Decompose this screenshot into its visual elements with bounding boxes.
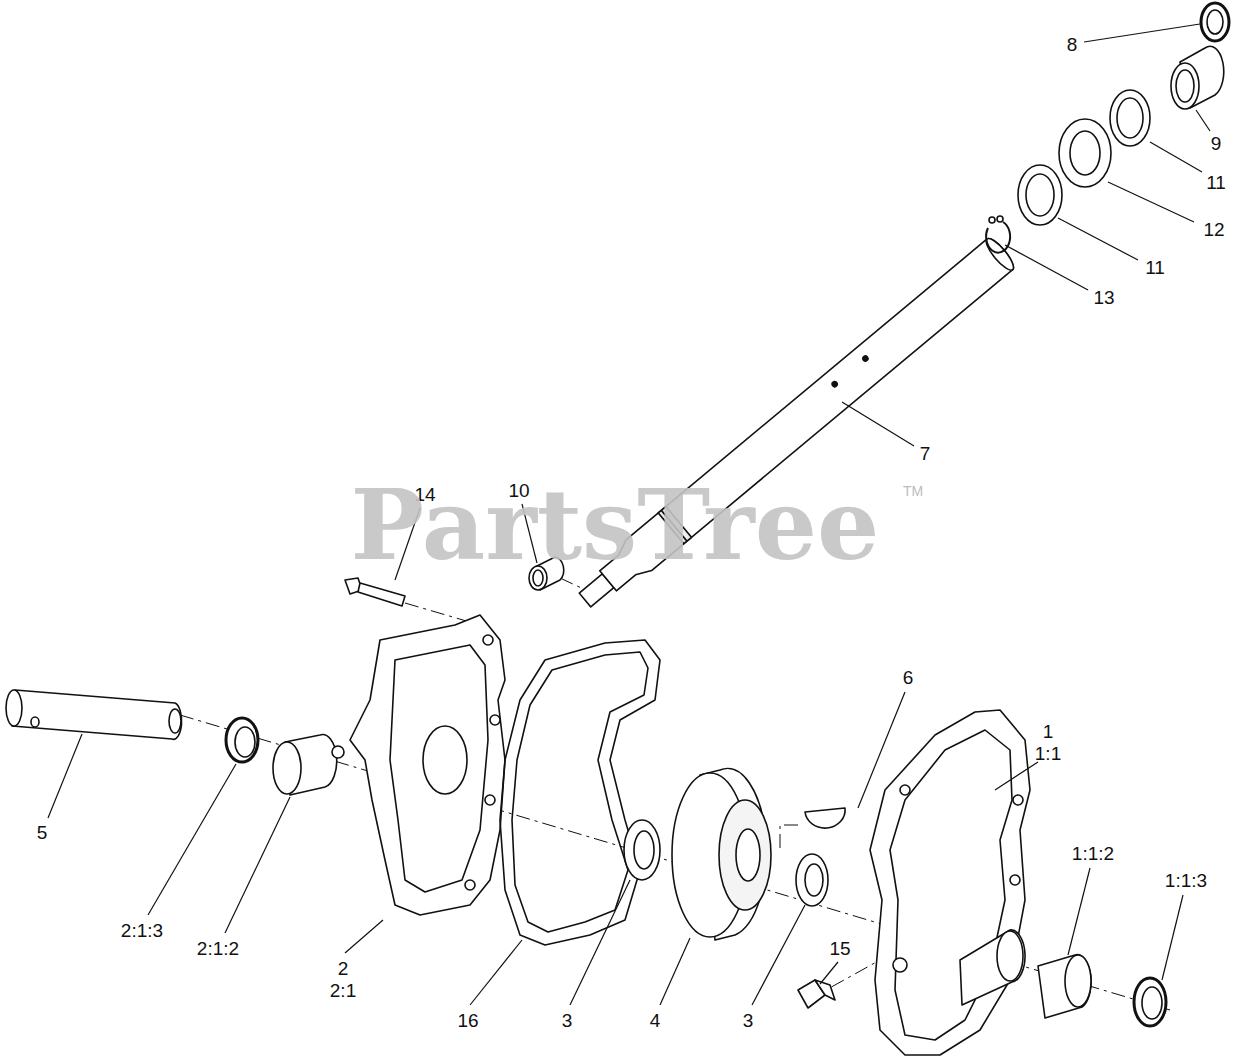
callout-number: 3 [743,1011,754,1030]
callout-number: 2:1:2 [197,939,239,958]
callout-number: 3 [562,1011,573,1030]
callout-number: 13 [1093,288,1114,307]
callout-number: 1:1:3 [1165,871,1207,890]
callout-number: 6 [903,668,914,687]
callout-number: 1:1:2 [1072,844,1114,863]
callout-number: 11 [1145,258,1165,277]
trademark-mark: TM [903,484,923,498]
callout-number: 8 [1067,35,1078,54]
callout-number: 15 [829,939,850,958]
callout-number: 12 [1203,220,1224,239]
callout-number: 1:1 [1035,744,1061,763]
callout-number: 2 [338,959,349,978]
callout-number: 5 [37,823,48,842]
callout-number: 11 [1206,173,1226,192]
callout-number: 16 [457,1011,478,1030]
callout-number: 4 [650,1011,661,1030]
callout-number: 9 [1211,134,1222,153]
callout-number: 1 [1043,722,1054,741]
callout-number: 2:1 [330,981,356,1000]
watermark: PartsTree [351,476,880,574]
callout-number: 7 [920,444,931,463]
callout-number: 2:1:3 [121,921,163,940]
